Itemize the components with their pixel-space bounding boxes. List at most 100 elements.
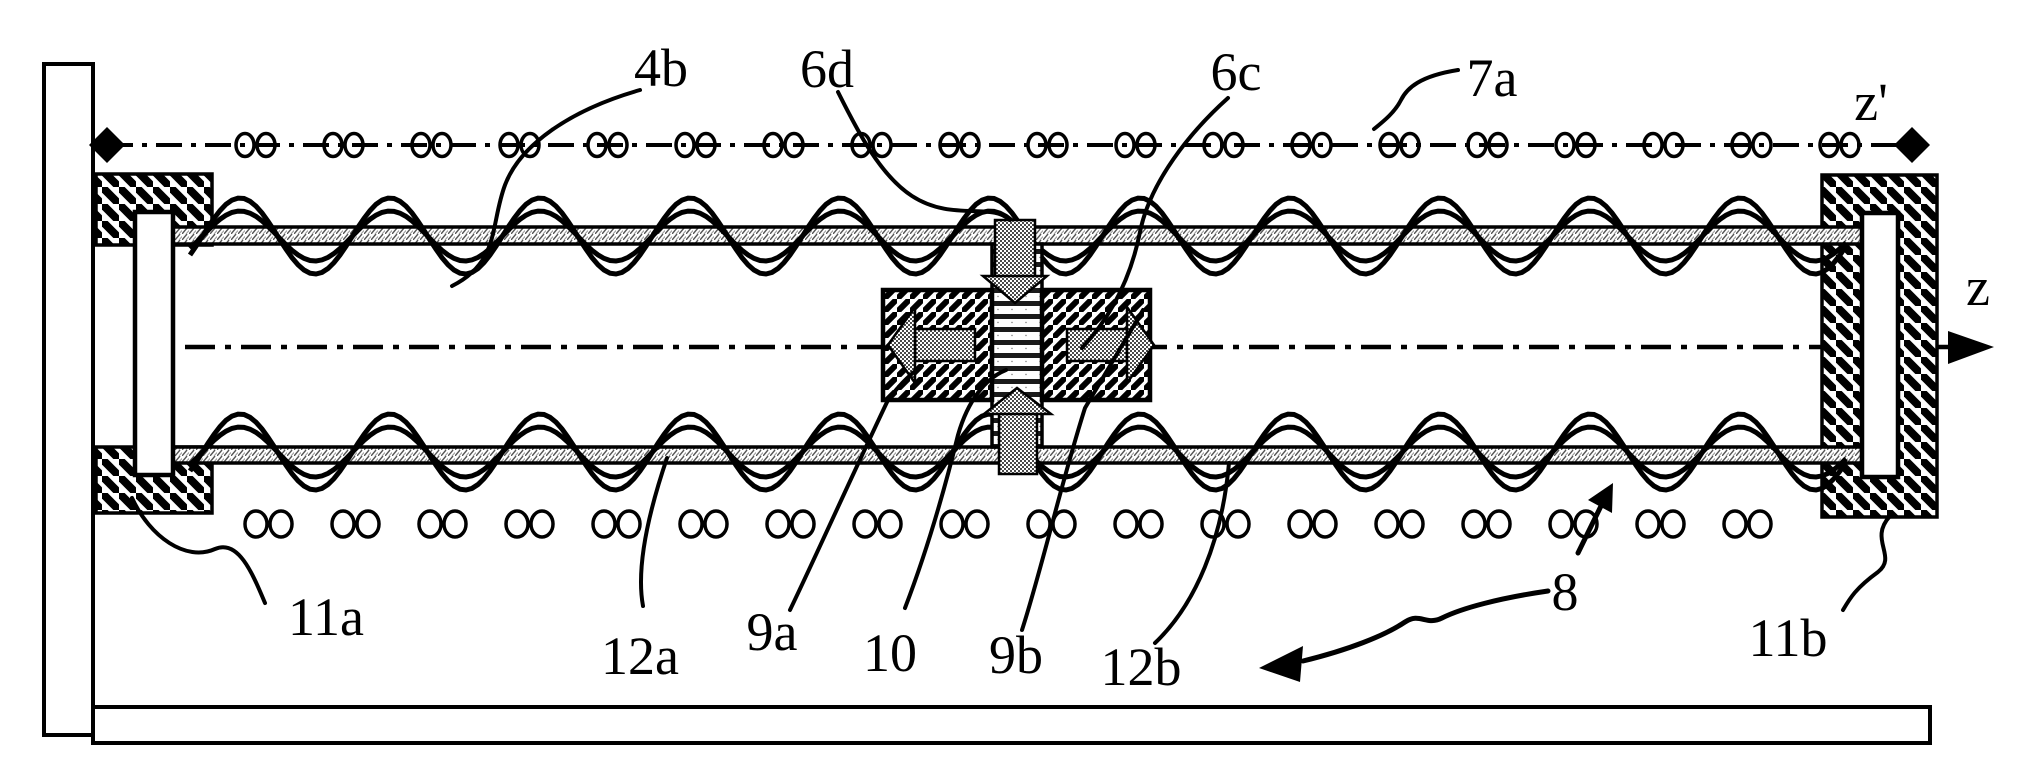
upper-roller-circle <box>1047 131 1069 159</box>
label-12b: 12b <box>1101 637 1182 697</box>
upper-roller-circle <box>255 131 277 159</box>
force-arrow-down <box>979 218 1051 305</box>
lower-roller-circle <box>1138 509 1164 539</box>
leader-12a <box>639 456 669 608</box>
lower-roller-circle <box>1747 509 1773 539</box>
leader-lines <box>130 68 1892 645</box>
label-9a: 9a <box>747 602 798 662</box>
axis-endpoint-diamond-left <box>89 127 125 163</box>
lower-roller-circle <box>243 509 269 539</box>
lower-roller-circle <box>765 509 791 539</box>
left-wall <box>42 62 95 737</box>
upper-roller-circle <box>1839 131 1861 159</box>
upper-roller-circle <box>234 131 256 159</box>
upper-roller-circle <box>343 131 365 159</box>
upper-roller-circle <box>1642 131 1664 159</box>
upper-roller-circle <box>871 131 893 159</box>
label-11a: 11a <box>288 587 364 647</box>
arrow-8-up-shaft <box>1575 503 1604 556</box>
upper-roller-circle <box>695 131 717 159</box>
upper-roller-circle <box>1554 131 1576 159</box>
lower-roller-circle <box>939 509 965 539</box>
upper-roller-circle <box>762 131 784 159</box>
upper-guide-axis <box>89 127 1930 163</box>
upper-roller-circle <box>498 131 520 159</box>
upper-roller-circle <box>959 131 981 159</box>
lower-roller-circle <box>877 509 903 539</box>
upper-roller-circle <box>1730 131 1752 159</box>
leader-12b <box>1153 461 1231 645</box>
upper-roller-circle <box>1202 131 1224 159</box>
lower-roller-circle <box>1287 509 1313 539</box>
lower-roller-circle <box>1225 509 1251 539</box>
lower-roller-circle <box>355 509 381 539</box>
lower-roller-circle <box>1635 509 1661 539</box>
leader-9b <box>1020 308 1145 632</box>
leader-7a <box>1372 68 1460 131</box>
lower-roller-circle <box>1461 509 1487 539</box>
label-11b: 11b <box>1749 608 1828 668</box>
label-z: z <box>1966 257 1990 317</box>
right-end-plate <box>1859 210 1901 480</box>
lower-roller-circle <box>1722 509 1748 539</box>
label-12a: 12a <box>601 626 679 686</box>
left-end-plate <box>132 209 176 478</box>
lower-roller-circle <box>1548 509 1574 539</box>
leader-11a <box>130 496 267 605</box>
arrow-8-up-head <box>1588 483 1613 513</box>
lower-roller-circle <box>1026 509 1052 539</box>
upper-roller-circle <box>938 131 960 159</box>
arrow-8-left-shaft <box>1300 588 1551 664</box>
leader-10 <box>903 368 1008 610</box>
upper-roller-circle <box>1575 131 1597 159</box>
lower-roller-circle <box>616 509 642 539</box>
force-arrow-left <box>886 303 977 387</box>
lower-roller-circle <box>504 509 530 539</box>
lower-roller-circle <box>1312 509 1338 539</box>
upper-roller-circle <box>1466 131 1488 159</box>
upper-roller-circle <box>1818 131 1840 159</box>
lower-roller-circle <box>442 509 468 539</box>
central-actuator <box>880 218 1156 476</box>
lower-roller-circle <box>852 509 878 539</box>
label-8: 8 <box>1552 562 1579 622</box>
leader-4b <box>450 88 642 288</box>
upper-roller-circle <box>607 131 629 159</box>
upper-roller-circle <box>1399 131 1421 159</box>
lower-roller-circle <box>591 509 617 539</box>
upper-roller-circle <box>1114 131 1136 159</box>
upper-roller-circle <box>1663 131 1685 159</box>
label-6d: 6d <box>800 39 854 99</box>
lower-roller-circle <box>529 509 555 539</box>
upper-roller-circle <box>1311 131 1333 159</box>
lower-roller-circle <box>964 509 990 539</box>
label-7a: 7a <box>1467 48 1518 108</box>
upper-roller-circle <box>410 131 432 159</box>
support-frame <box>42 62 1932 745</box>
leader-11b <box>1841 514 1892 612</box>
axis-endpoint-diamond-right <box>1894 127 1930 163</box>
lower-roller-circle <box>1660 509 1686 539</box>
lower-roller-circle <box>703 509 729 539</box>
upper-roller-circle <box>1487 131 1509 159</box>
upper-roller-circle <box>1026 131 1048 159</box>
label-6c: 6c <box>1211 42 1262 102</box>
arrow-8-left-head <box>1259 646 1303 682</box>
lower-roller-circle <box>678 509 704 539</box>
upper-roller-circle <box>783 131 805 159</box>
label-z-prime: z' <box>1854 72 1888 132</box>
leader-6c <box>1080 96 1230 350</box>
z-axis-arrowhead <box>1948 331 1994 364</box>
lower-roller-circle <box>1486 509 1512 539</box>
lower-roller-circle <box>417 509 443 539</box>
leader-9a <box>788 364 924 612</box>
upper-roller-circle <box>1378 131 1400 159</box>
force-arrow-up <box>980 386 1055 476</box>
upper-roller-circle <box>1290 131 1312 159</box>
lower-roller-circle <box>1399 509 1425 539</box>
lower-roller-circle <box>330 509 356 539</box>
lower-roller-circle <box>1113 509 1139 539</box>
lower-roller-circle <box>1374 509 1400 539</box>
